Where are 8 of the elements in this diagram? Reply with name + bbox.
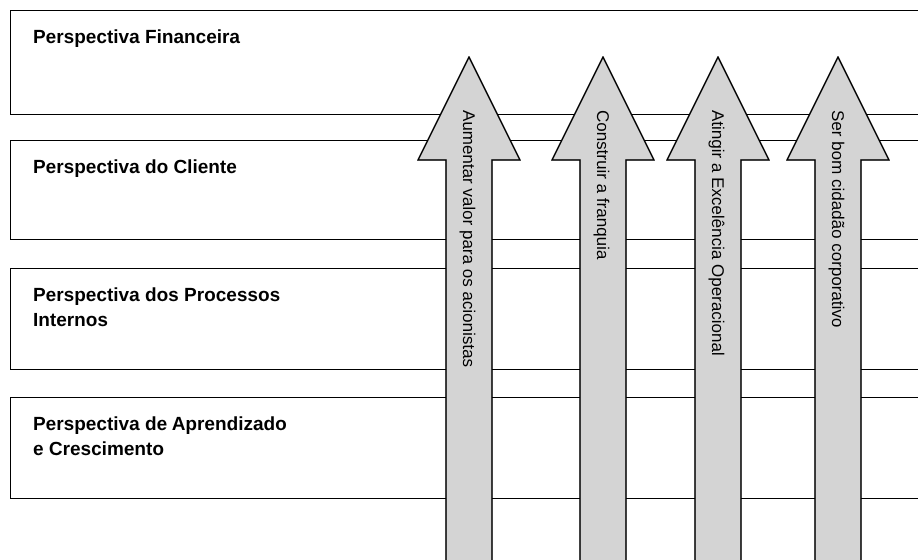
arrow-label: Construir a franquia: [592, 110, 612, 260]
band-title: Perspectiva Financeira: [33, 26, 241, 50]
band-title: Perspectiva dos Processos Internos: [33, 284, 282, 333]
arrow-label: Ser bom cidadão corporativo: [827, 110, 847, 328]
band-title: Perspectiva de Aprendizado e Crescimento: [33, 413, 288, 462]
band-title: Perspectiva do Cliente: [33, 156, 238, 180]
arrow-label: Atingir a Excelência Operacional: [707, 110, 727, 356]
arrow-label: Aumentar valor para os acionistas: [458, 110, 478, 368]
